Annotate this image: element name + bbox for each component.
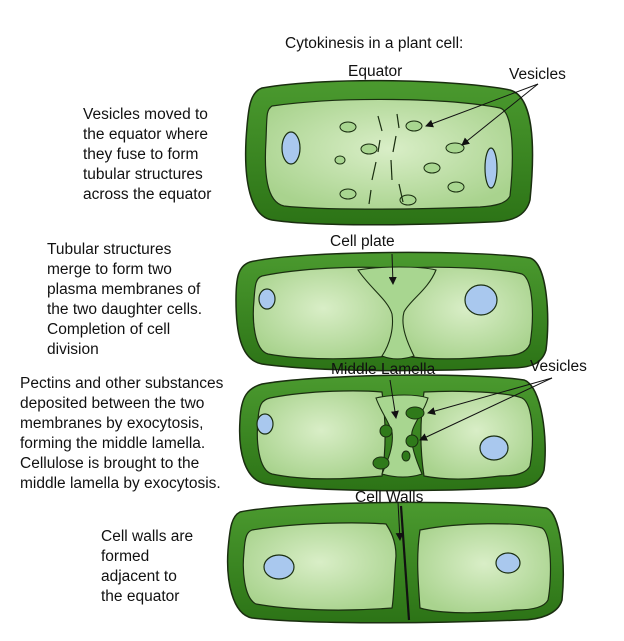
vesicles-group-3 xyxy=(372,406,425,470)
description-line: Cellulose is brought to the xyxy=(20,455,200,472)
description-line: across the equator xyxy=(83,186,212,203)
vacuole xyxy=(484,147,498,189)
vesicle xyxy=(360,143,378,155)
description-line: the equator xyxy=(101,588,180,605)
vesicle xyxy=(447,181,465,193)
arrow xyxy=(395,501,404,541)
description-line: middle lamella by exocytosis. xyxy=(20,475,221,492)
daughter-cytoplasm-left xyxy=(252,266,394,360)
cell-stage-2 xyxy=(235,251,549,372)
vesicle xyxy=(339,188,357,200)
description-line: formed xyxy=(101,548,150,565)
stage-1-description: Vesicles moved to the equator where they… xyxy=(83,105,211,205)
vacuole xyxy=(281,131,301,165)
description-line: they fuse to form xyxy=(83,146,199,163)
arrow xyxy=(388,253,397,285)
arrow xyxy=(389,379,399,419)
cell-wall-division xyxy=(399,505,411,621)
vacuole xyxy=(479,435,509,461)
description-line: division xyxy=(47,341,99,358)
label-equator: Equator xyxy=(348,63,403,80)
description-line: adjacent to xyxy=(101,568,177,585)
description-line: the equator where xyxy=(83,126,208,143)
description-line: Cell walls are xyxy=(101,528,194,545)
vesicles-group-1 xyxy=(334,120,465,206)
vesicle xyxy=(423,162,441,174)
vesicle xyxy=(339,121,357,133)
vesicle xyxy=(405,120,423,132)
arrow xyxy=(419,377,553,441)
description-line: Pectins and other substances xyxy=(20,375,224,392)
arrow xyxy=(427,377,553,415)
vesicle xyxy=(379,424,393,438)
description-line: tubular structures xyxy=(83,166,203,183)
vacuole xyxy=(464,284,498,316)
description-line: deposited between the two xyxy=(20,395,205,412)
vesicle xyxy=(372,456,390,470)
label-cell-plate: Cell plate xyxy=(330,233,395,250)
stage-2-description: Tubular structures merge to form two pla… xyxy=(47,240,202,360)
label-cell-walls: Cell Walls xyxy=(355,489,424,506)
description-line: Vesicles moved to xyxy=(83,106,208,123)
vacuole xyxy=(263,554,295,580)
description-line: the two daughter cells. xyxy=(47,301,203,318)
description-line: forming the middle lamella. xyxy=(20,435,206,452)
arrow xyxy=(425,83,539,128)
arrows-stage-1 xyxy=(425,83,539,146)
cell-stage-4 xyxy=(226,501,564,624)
arrows-stage-3 xyxy=(389,377,553,441)
cytoplasm-1 xyxy=(264,98,513,210)
vesicle xyxy=(445,142,465,154)
diagram-title: Cytokinesis in a plant cell: xyxy=(285,35,464,52)
description-line: plasma membranes of xyxy=(47,281,201,298)
stage-3-description: Pectins and other substances deposited b… xyxy=(20,374,223,494)
description-line: merge to form two xyxy=(47,261,172,278)
description-line: membranes by exocytosis, xyxy=(20,415,204,432)
vacuole xyxy=(258,288,276,310)
equator-lines xyxy=(368,113,404,205)
label-vesicles: Vesicles xyxy=(509,66,566,83)
vacuole xyxy=(256,413,274,435)
vesicle xyxy=(405,434,419,448)
stage-4-description: Cell walls are formed adjacent to the eq… xyxy=(101,527,193,607)
cell-stage-1 xyxy=(244,79,539,226)
daughter-cytoplasm-left xyxy=(242,522,397,611)
vesicle xyxy=(399,194,417,206)
daughter-cytoplasm-right xyxy=(417,523,552,614)
label-middle-lamella: Middle Lamella xyxy=(331,361,436,378)
cell-stage-3 xyxy=(238,374,553,492)
vesicle xyxy=(405,406,425,420)
arrow xyxy=(461,83,539,146)
description-line: Tubular structures xyxy=(47,241,172,258)
label-vesicles: Vesicles xyxy=(530,358,587,375)
vesicle xyxy=(401,450,411,462)
vacuole xyxy=(495,552,521,574)
daughter-cytoplasm-left xyxy=(256,390,386,480)
cell-plate xyxy=(357,266,437,360)
vesicle xyxy=(334,155,346,165)
daughter-cytoplasm-right xyxy=(420,390,533,480)
description-line: Completion of cell xyxy=(47,321,171,338)
